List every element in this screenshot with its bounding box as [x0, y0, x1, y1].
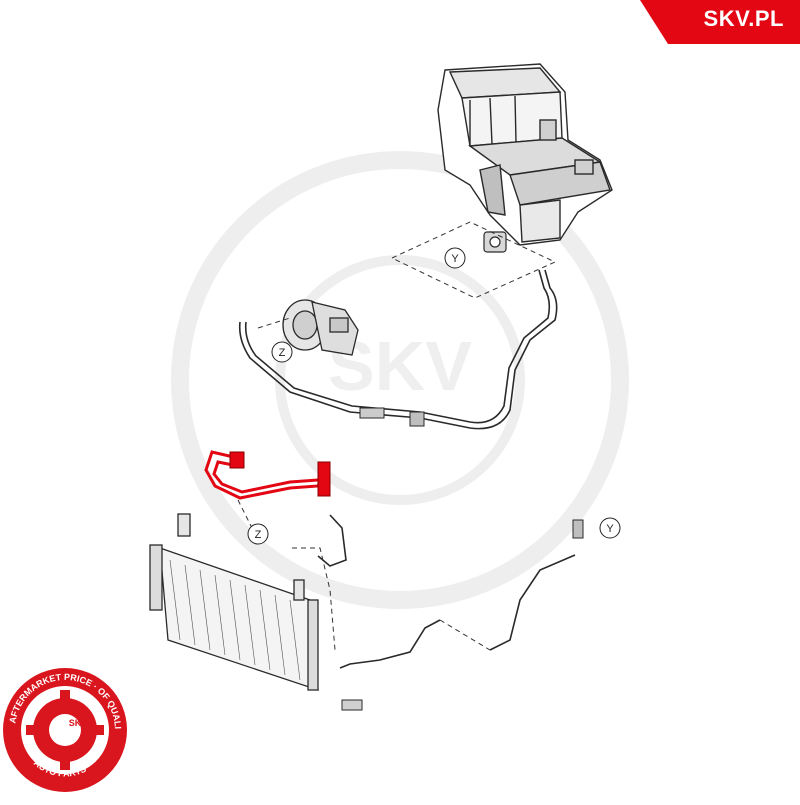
callout-box-y [390, 221, 557, 299]
callout-y-bottom: Y [599, 517, 621, 539]
seal-gear-icon [26, 690, 104, 770]
brand-badge: SKV.PL [640, 0, 800, 44]
seal-top-text: AFTERMARKET PRICE · OF QUALITY [0, 0, 123, 729]
svg-text:Y: Y [606, 523, 614, 535]
liquid-line [317, 514, 576, 669]
svg-text:Z: Z [279, 347, 286, 359]
brand-badge-shape [640, 0, 800, 44]
leader-dash [439, 619, 491, 651]
seal-center-text: SKV [69, 718, 88, 728]
highlighted-hose [204, 450, 327, 500]
dashed-bracket [292, 547, 336, 651]
compressor [282, 299, 359, 356]
gear-watermark [171, 151, 629, 609]
hose-fitting-red [317, 461, 331, 497]
hose-coupling [359, 407, 385, 419]
callout-z-top: Z [271, 341, 293, 363]
suction-line [238, 269, 558, 430]
pressure-switch [572, 519, 584, 539]
expansion-valve [483, 231, 507, 253]
bolt [341, 699, 363, 711]
svg-text:Z: Z [255, 529, 262, 541]
hose-coupling-2 [409, 411, 425, 427]
callout-z-bottom: Z [247, 523, 269, 545]
svg-text:Y: Y [451, 253, 459, 265]
callout-y-top: Y [444, 247, 466, 269]
quality-seal: SKV AFTERMARKET PRICE · OF QUALITY AUTO … [0, 0, 127, 792]
brand-text: SKV.PL [703, 6, 784, 31]
leader-line [257, 317, 291, 329]
condenser [149, 513, 319, 691]
hose-end-red [229, 451, 245, 469]
hvac-housing [437, 63, 613, 246]
